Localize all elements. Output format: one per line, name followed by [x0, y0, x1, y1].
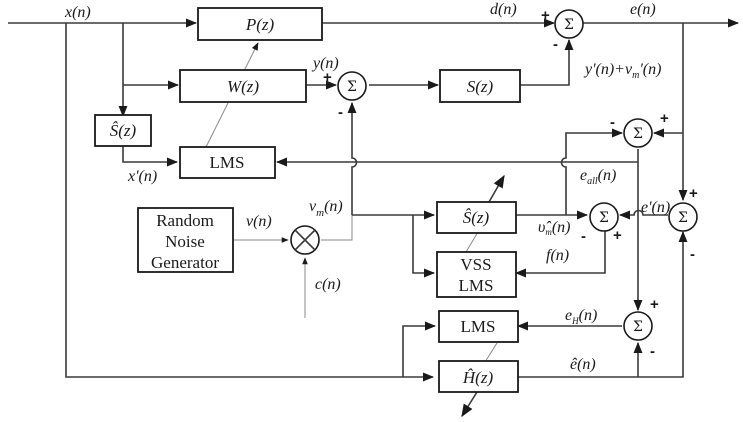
wire-f-to-VSS [514, 231, 606, 278]
wire-mult-to-vm [321, 215, 353, 241]
label-d: d(n) [490, 1, 517, 18]
label-xprime: x'(n) [127, 168, 157, 185]
label-yprime-vm: y'(n)+vm'(n) [583, 61, 661, 81]
block-Hhat-label: Ĥ(z) [462, 368, 494, 387]
multiplier [290, 225, 320, 255]
variable-arrow-Shat [488, 174, 505, 203]
sigma-icon: Σ [633, 319, 643, 335]
sign-minus: - [690, 246, 695, 263]
summer-control: Σ [337, 71, 367, 101]
wire-vm-to-sum2 [347, 101, 358, 215]
wire-S-to-sum1 [520, 38, 574, 86]
block-P-label: P(z) [245, 15, 275, 34]
sign-minus: - [581, 228, 586, 245]
block-LMS-main: LMS [179, 146, 276, 179]
adapt-LMS-to-Hhat [484, 342, 498, 363]
label-ehat: ê(n) [570, 356, 596, 373]
sigma-icon: Σ [564, 17, 574, 33]
sign-plus: + [323, 69, 332, 86]
label-vmhat: υ̂m(n) [538, 219, 571, 237]
block-LMS-H: LMS [438, 310, 519, 343]
wire-vm-to-VSS [412, 215, 436, 278]
sign-minus: - [553, 36, 558, 53]
label-c: c(n) [315, 276, 341, 293]
vss-line-2: LMS [459, 276, 494, 295]
block-S: S(z) [439, 69, 521, 103]
block-Shat-left: Ŝ(z) [94, 114, 152, 147]
label-eprime: e'(n) [641, 199, 670, 216]
wire-x-to-LMS-H [402, 321, 437, 377]
block-noise-generator: Random Noise Generator [137, 207, 234, 273]
block-Shat-left-label: Ŝ(z) [110, 121, 137, 140]
block-Shat-right: Ŝ(z) [436, 201, 517, 234]
vss-line-1: VSS [460, 255, 491, 274]
block-P: P(z) [197, 7, 323, 41]
wires [8, 18, 740, 418]
wire-ehat-to-sum5 [518, 230, 688, 378]
noise-gen-line-1: Random [156, 211, 214, 230]
label-eall: eall(n) [580, 167, 616, 187]
sign-plus: + [660, 110, 669, 127]
block-Shat-right-label: Ŝ(z) [463, 208, 490, 227]
noise-gen-line-2: Noise [165, 232, 205, 251]
label-v: v(n) [246, 213, 272, 230]
variable-arrow-Hhat [461, 391, 478, 418]
wire-vmhat-to-sum3 [560, 128, 624, 215]
sign-plus: + [689, 185, 698, 202]
label-vm: vm(n) [309, 198, 343, 219]
summer-f: Σ [589, 202, 619, 232]
sigma-icon: Σ [599, 210, 609, 226]
summer-eall: Σ [623, 118, 653, 148]
sign-plus: + [650, 296, 659, 313]
block-W-label: W(z) [227, 77, 259, 96]
adapt-VSS-to-Shat [465, 231, 479, 253]
sigma-icon: Σ [347, 79, 357, 95]
block-VSS-LMS: VSS LMS [436, 251, 517, 298]
label-y: y(n) [311, 55, 339, 72]
wire-xprime-to-LMS [122, 145, 179, 167]
sign-plus: + [613, 227, 622, 244]
sign-minus: - [338, 104, 343, 121]
block-LMS-H-label: LMS [461, 317, 496, 336]
block-W: W(z) [179, 69, 307, 103]
label-x: x(n) [64, 4, 91, 21]
sign-plus: + [541, 7, 550, 24]
wire-x-to-Hhat [65, 23, 435, 382]
sigma-icon: Σ [633, 126, 643, 142]
sign-minus: - [650, 343, 655, 360]
sign-minus: - [610, 114, 615, 131]
sigma-icon: Σ [678, 210, 688, 226]
label-f: f(n) [546, 247, 569, 264]
summer-error: Σ [554, 9, 584, 39]
block-Hhat: Ĥ(z) [438, 360, 519, 393]
summer-eH: Σ [623, 311, 653, 341]
block-S-label: S(z) [467, 77, 494, 96]
label-eH: eH(n) [565, 307, 597, 326]
summer-eprime: Σ [668, 202, 698, 232]
wire-eprime-to-sum4 [618, 209, 668, 220]
label-e: e(n) [630, 1, 656, 18]
block-LMS-main-label: LMS [210, 153, 245, 172]
noise-gen-line-3: Generator [151, 253, 219, 272]
